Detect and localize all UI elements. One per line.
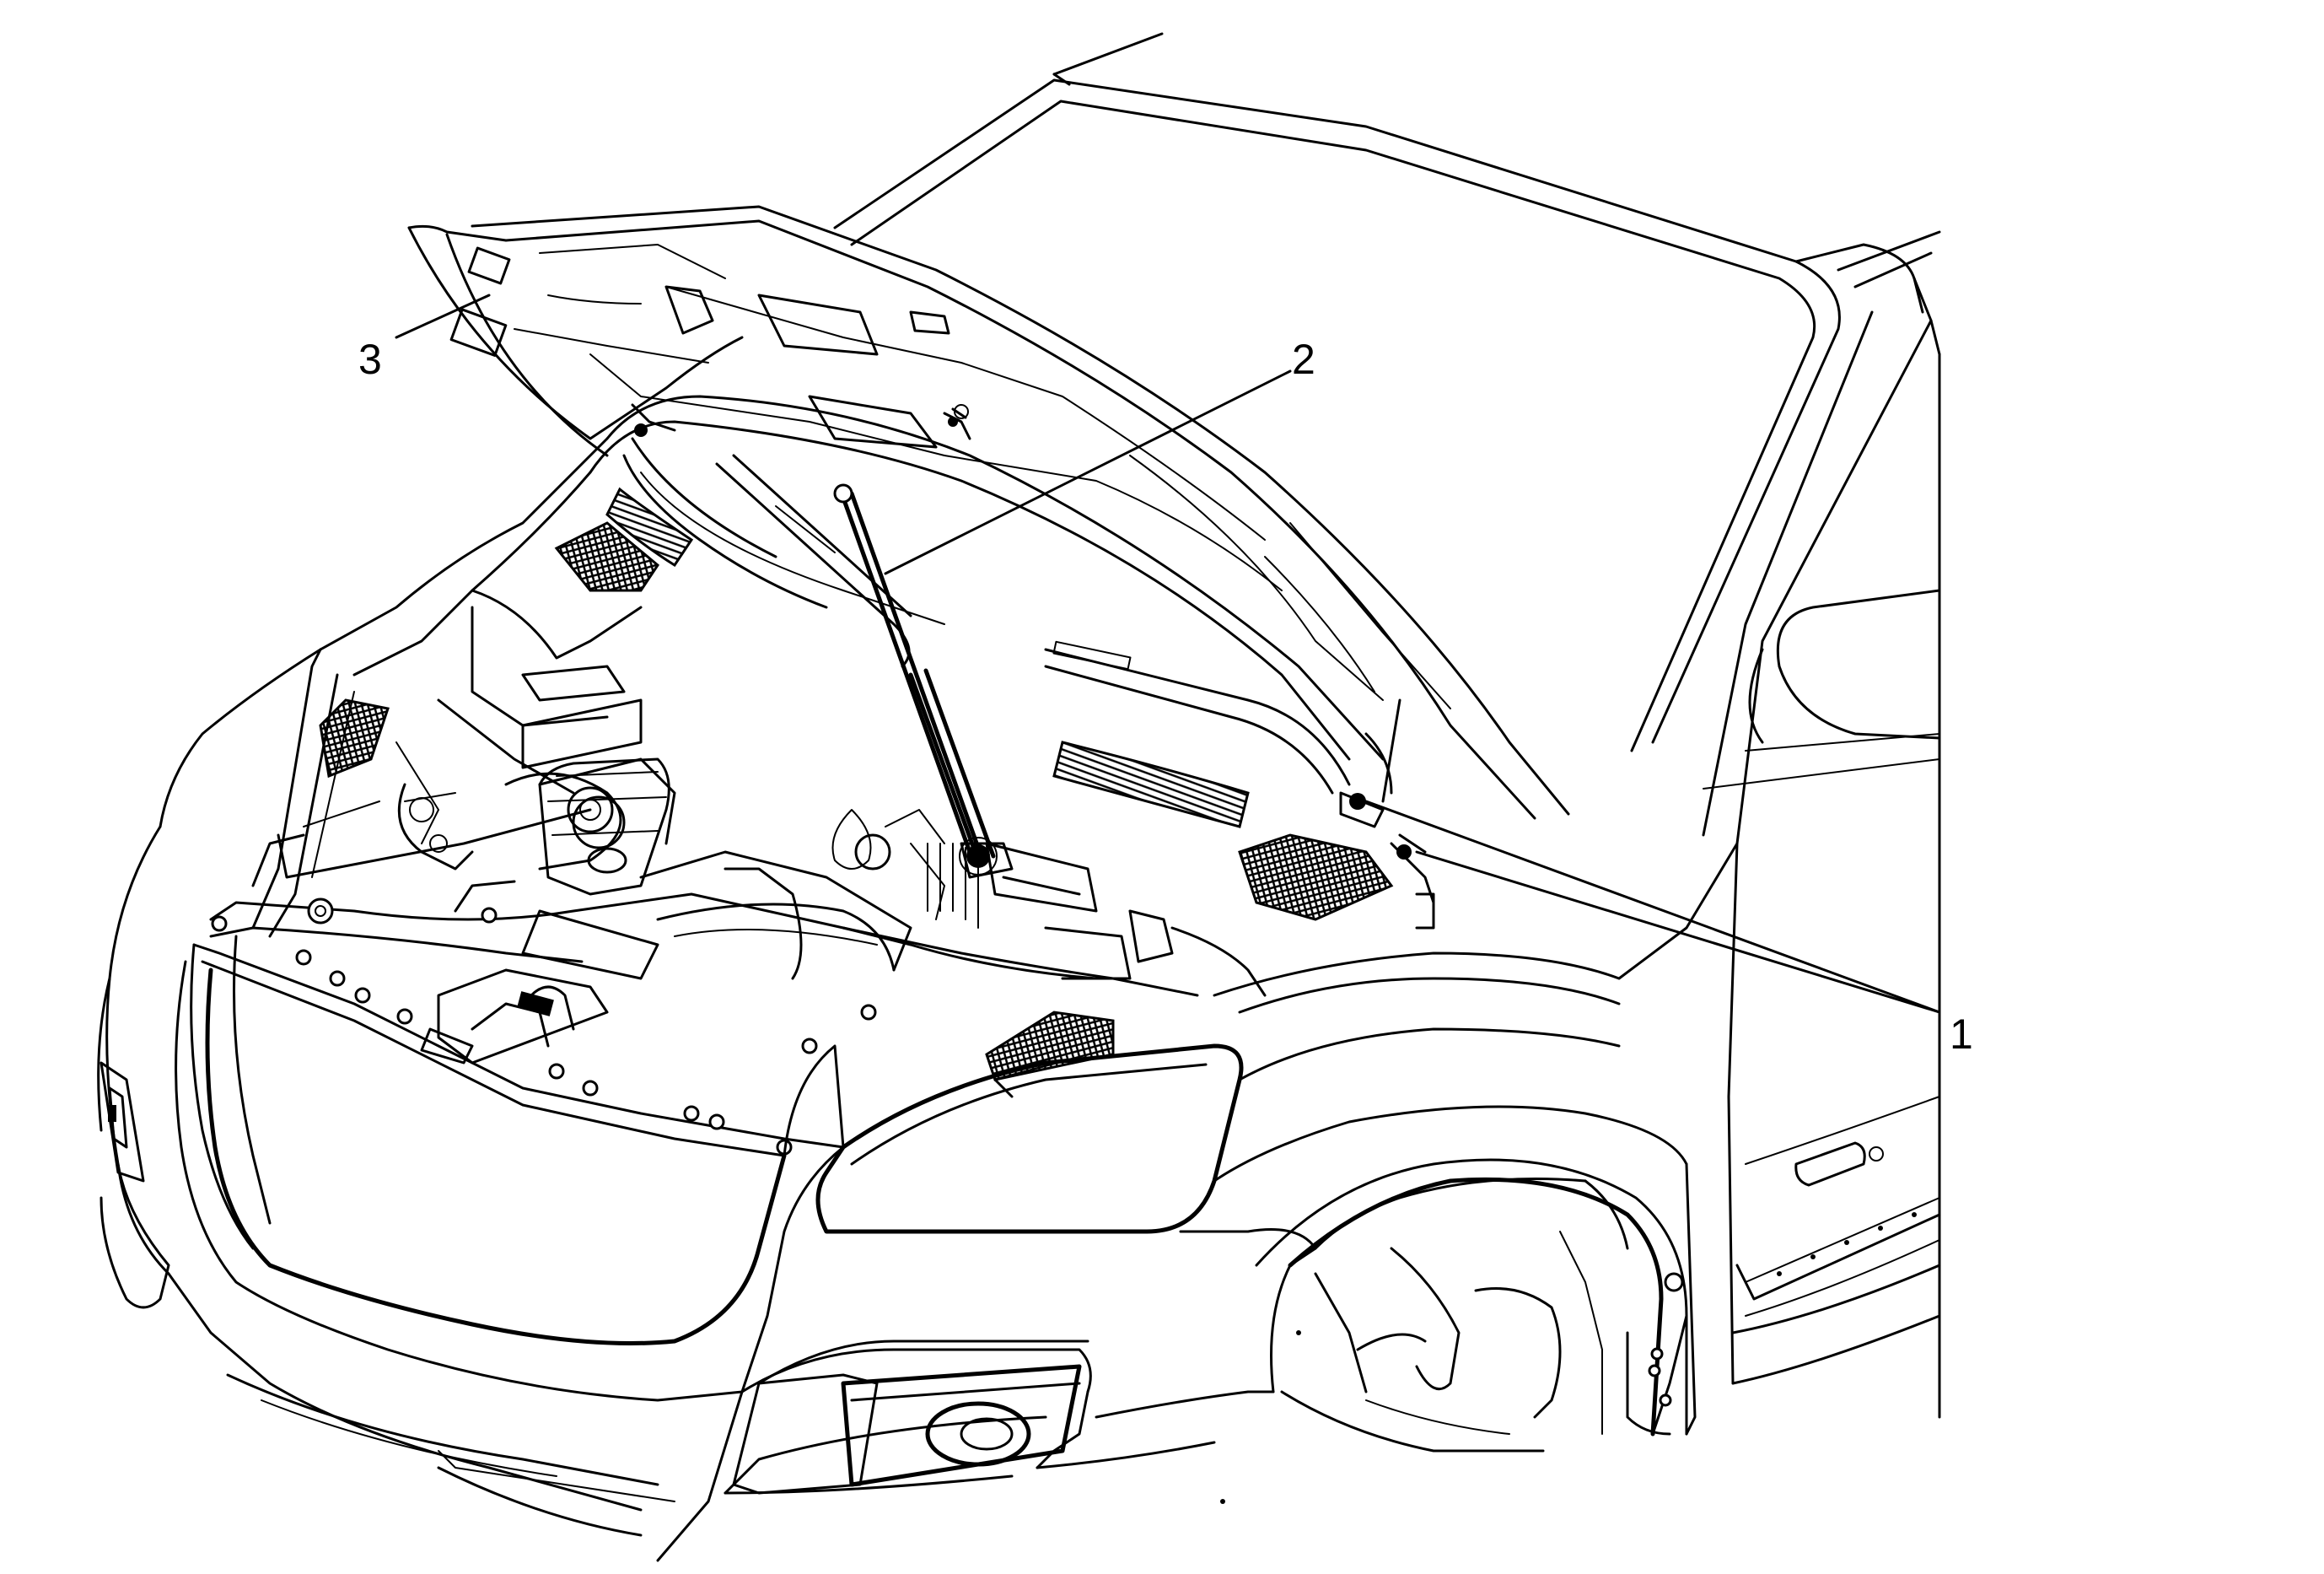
windshield [833, 32, 1941, 752]
hood-strut-assembly [631, 403, 1435, 930]
headlamp [815, 1043, 1244, 1234]
callout-label-2: 2 [1292, 336, 1315, 383]
radiator-support [192, 833, 1199, 1157]
front-fender [842, 842, 1941, 1453]
cowl-vent-screens [319, 521, 1394, 1081]
callout-label-1: 1 [1950, 1011, 1973, 1058]
engine-bay [159, 437, 1267, 997]
leader-lines [395, 294, 1941, 1014]
front-fascia [97, 825, 845, 1562]
front-bumper [724, 1330, 1301, 1504]
hood [407, 205, 1570, 820]
callout-labels: 3 2 1 [358, 336, 1973, 1058]
callout-label-3: 3 [358, 336, 382, 383]
body-side [1702, 277, 1941, 1419]
cowl [589, 395, 1385, 828]
